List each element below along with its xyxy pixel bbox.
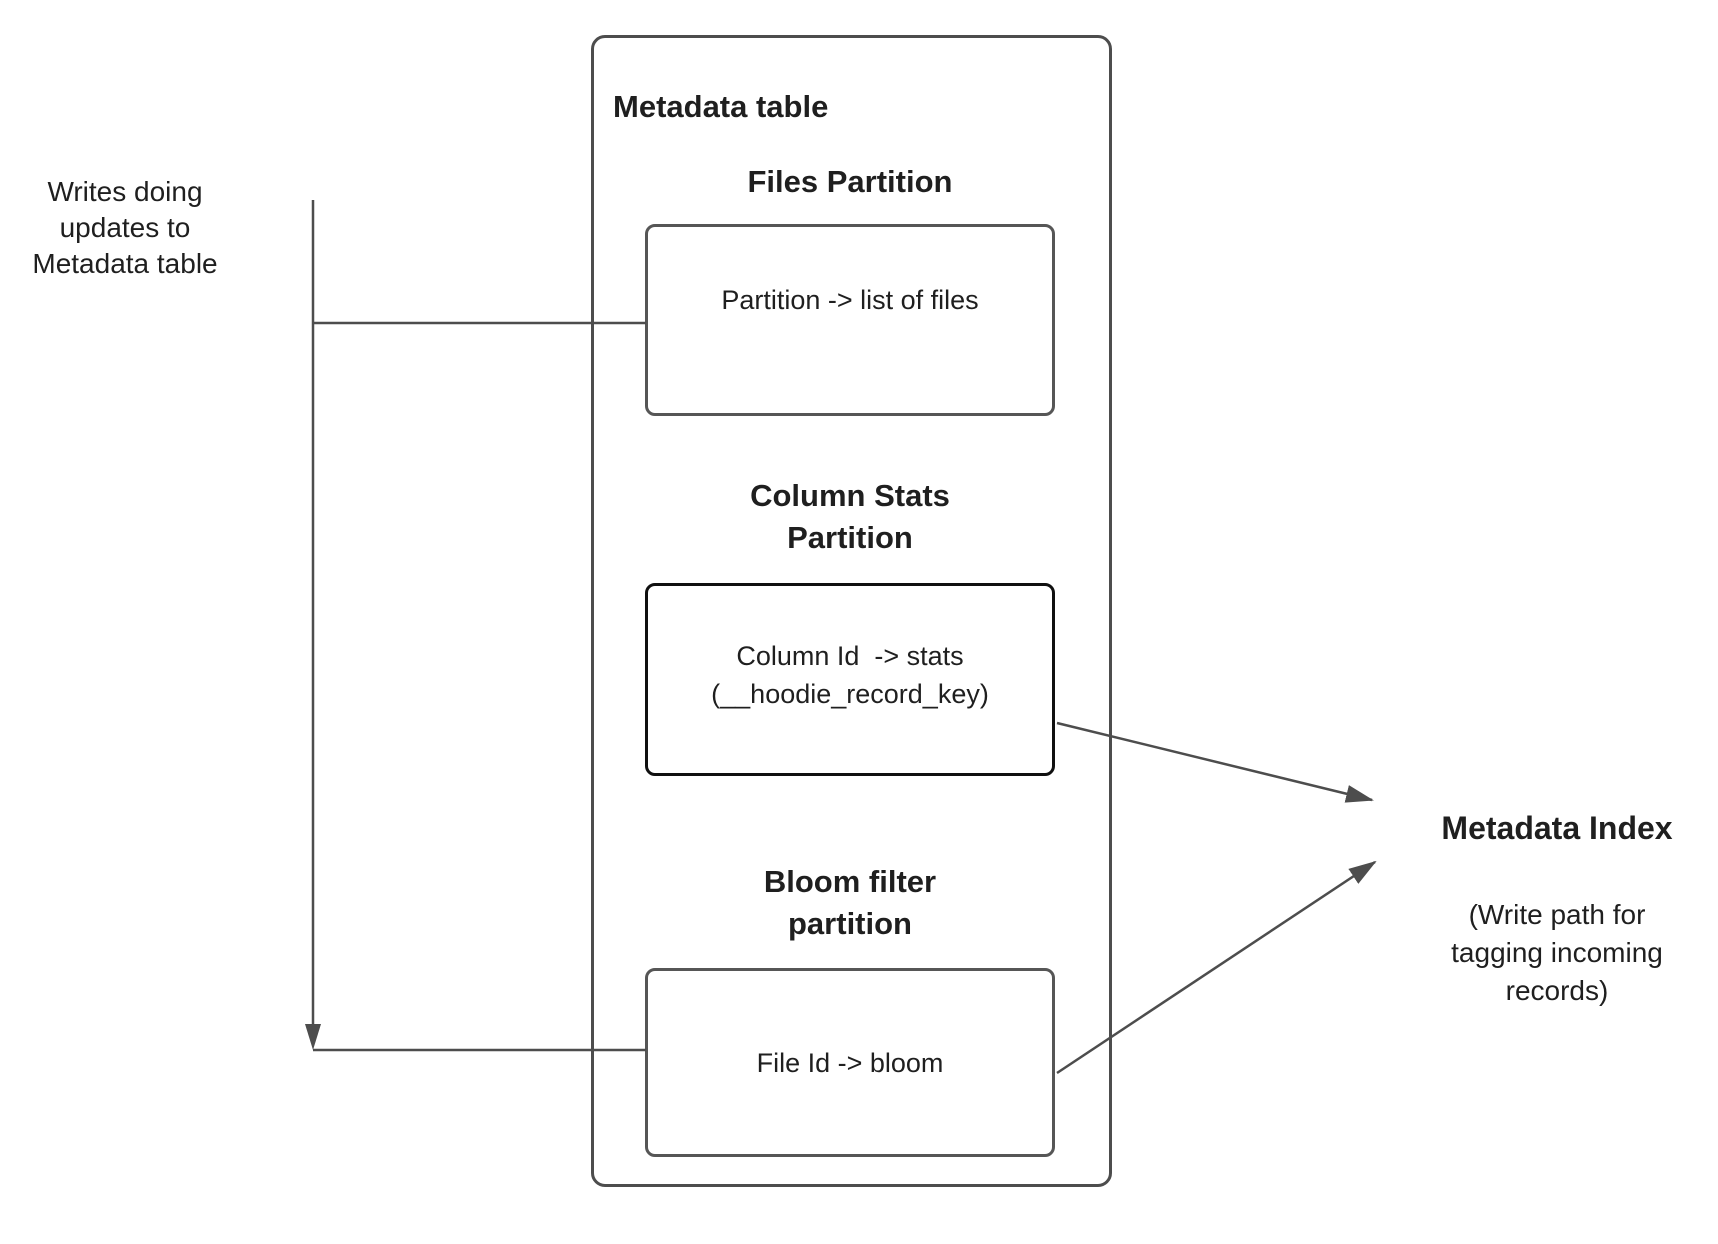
metadata-table-box	[591, 35, 1112, 1187]
files-partition-mapping: Partition -> list of files	[721, 285, 979, 315]
column-stats-partition-box: Column Id -> stats (__hoodie_record_key)	[645, 583, 1055, 776]
down-arrowhead-icon	[305, 1024, 321, 1050]
metadata-table-title: Metadata table	[613, 89, 829, 124]
files-partition-heading: Files Partition	[747, 164, 953, 199]
metadata-index-title: Metadata Index	[1441, 810, 1673, 846]
column-stats-partition-mapping: Column Id -> stats (__hoodie_record_key)	[711, 641, 989, 709]
bloom-filter-partition-box: File Id -> bloom	[645, 968, 1055, 1157]
column-stats-partition-heading: Column Stats Partition	[750, 478, 950, 555]
writes-updates-label: Writes doing updates to Metadata table	[32, 176, 218, 279]
bloom-filter-partition-mapping: File Id -> bloom	[756, 1047, 944, 1078]
bloom-filter-partition-heading: Bloom filter partition	[763, 864, 937, 941]
files-partition-box: Partition -> list of files	[645, 224, 1055, 416]
metadata-index-subtitle: (Write path for tagging incoming records…	[1451, 899, 1663, 1006]
